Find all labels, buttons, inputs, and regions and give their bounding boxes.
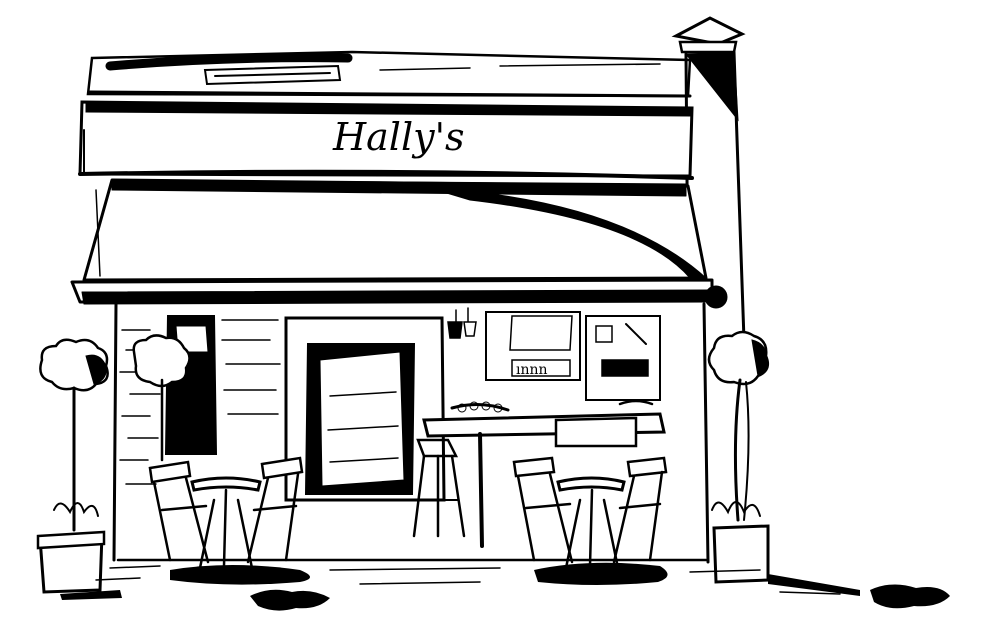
counter (422, 399, 666, 548)
ground-shadows (60, 562, 950, 611)
shop-front (112, 302, 710, 564)
small-tree-inner (132, 334, 191, 462)
ground-lines (95, 565, 841, 595)
bistro-set-left (148, 456, 304, 570)
awning (70, 178, 728, 309)
roof (86, 50, 692, 98)
sign-board (78, 100, 694, 180)
bar-stool (412, 438, 466, 538)
sign-text: Hally's (332, 115, 465, 159)
potted-tree-right (707, 330, 770, 584)
chimney (671, 16, 746, 342)
lamp-text: ınnn (516, 362, 548, 378)
potted-tree-left (36, 338, 109, 594)
bistro-set-right (512, 456, 668, 570)
